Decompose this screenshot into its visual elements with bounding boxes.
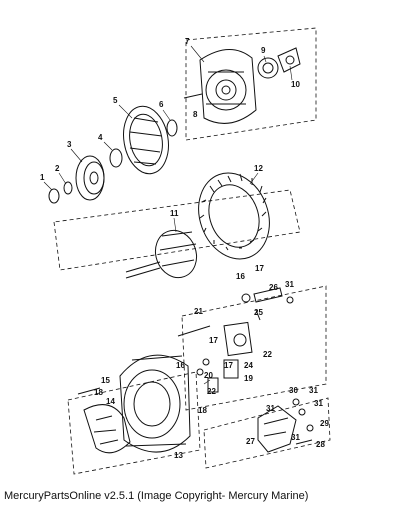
callout-label: 31 (314, 399, 323, 408)
group-outline-rear-housing (185, 27, 317, 141)
callout-label: 18 (94, 388, 103, 397)
callout-label: 10 (291, 80, 300, 89)
callout-label: 31 (266, 404, 275, 413)
rectifier-part (257, 405, 297, 453)
screw-part (295, 439, 313, 445)
callout-label: 12 (254, 164, 263, 173)
group-outline-rotor-stator (53, 189, 301, 271)
callout-label: 27 (246, 437, 255, 446)
exploded-parts-diagram: 7 9 10 8 5 6 3 4 2 1 12 11 16 17 26 31 2… (40, 27, 331, 475)
callout-label: 16 (176, 361, 185, 370)
bearing-part (257, 57, 279, 79)
callout-label: 4 (98, 133, 103, 142)
callout-label: 22 (263, 350, 272, 359)
spacer-part (166, 119, 178, 137)
front-housing-part (119, 354, 191, 453)
nut-part (48, 188, 60, 204)
callout-label: 17 (255, 264, 264, 273)
callout-label: 25 (254, 308, 263, 317)
callout-label: 20 (204, 371, 213, 380)
callout-label: 24 (244, 361, 253, 370)
callout-label: 26 (269, 283, 278, 292)
bearing-plate-part (277, 47, 301, 73)
rear-housing-part (199, 49, 257, 124)
callout-label: 19 (244, 374, 253, 383)
callout-label: 30 (289, 386, 298, 395)
callout-label: 13 (174, 451, 183, 460)
screw-part (77, 387, 101, 395)
callout-label: 16 (236, 272, 245, 281)
callout-label: 5 (113, 96, 118, 105)
group-outline-rectifier (203, 397, 331, 469)
callout-label: 21 (194, 307, 203, 316)
stator-part (198, 172, 270, 260)
callout-label: 17 (224, 361, 233, 370)
terminal-strap-part (241, 287, 294, 321)
callout-label: 6 (159, 100, 164, 109)
collar-part (109, 148, 123, 168)
callout-label: 2 (55, 164, 60, 173)
callout-label: 15 (101, 376, 110, 385)
brush-holder-part (196, 358, 239, 393)
callout-label: 9 (261, 46, 266, 55)
callout-label: 22 (207, 387, 216, 396)
callout-label: 18 (198, 406, 207, 415)
nut-part (298, 408, 306, 416)
leader-lines (43, 45, 293, 385)
group-outline-front-housing (67, 371, 201, 475)
callout-label: 7 (185, 37, 190, 46)
callout-labels: 7 9 10 8 5 6 3 4 2 1 12 11 16 17 26 31 2… (40, 37, 329, 460)
callout-label: 17 (209, 336, 218, 345)
callout-label: 8 (193, 110, 198, 119)
callout-label: 31 (291, 433, 300, 442)
group-outlines (53, 27, 331, 475)
nut-part (292, 398, 300, 406)
callout-label: 14 (106, 397, 115, 406)
fan-part (123, 105, 169, 175)
rotor-part (125, 229, 198, 279)
callout-label: 1 (40, 173, 45, 182)
callout-label: 3 (67, 140, 72, 149)
callout-label: 11 (170, 209, 179, 218)
bolt-part (177, 325, 211, 337)
washer-part (63, 181, 73, 195)
pulley-part (75, 155, 105, 201)
shield-part (83, 404, 131, 454)
group-outline-regulator (181, 285, 327, 411)
callout-label: 31 (285, 280, 294, 289)
callout-label: 29 (320, 419, 329, 428)
screw-part (183, 93, 203, 99)
regulator-part (223, 321, 253, 357)
image-caption: MercuryPartsOnline v2.5.1 (Image Copyrig… (4, 490, 309, 502)
washer-part (306, 424, 314, 432)
callout-label: 28 (316, 440, 325, 449)
callout-label: 31 (309, 386, 318, 395)
